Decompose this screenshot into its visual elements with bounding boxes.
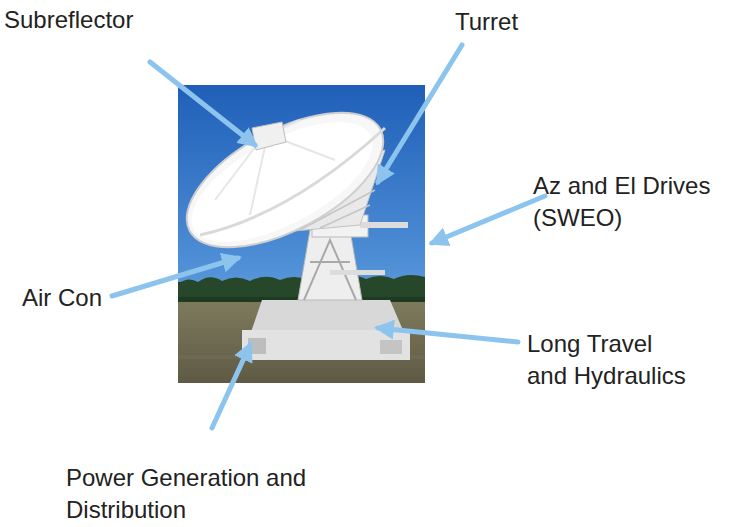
callout-label: Turret	[455, 6, 518, 38]
callout-label: Air Con	[22, 282, 102, 314]
callout-label: Subreflector	[4, 4, 133, 36]
callout-label: Long Travel and Hydraulics	[527, 328, 695, 392]
callout-label: Az and El Drives (SWEO)	[533, 170, 738, 234]
callout-label: Power Generation and Distribution	[66, 462, 356, 526]
